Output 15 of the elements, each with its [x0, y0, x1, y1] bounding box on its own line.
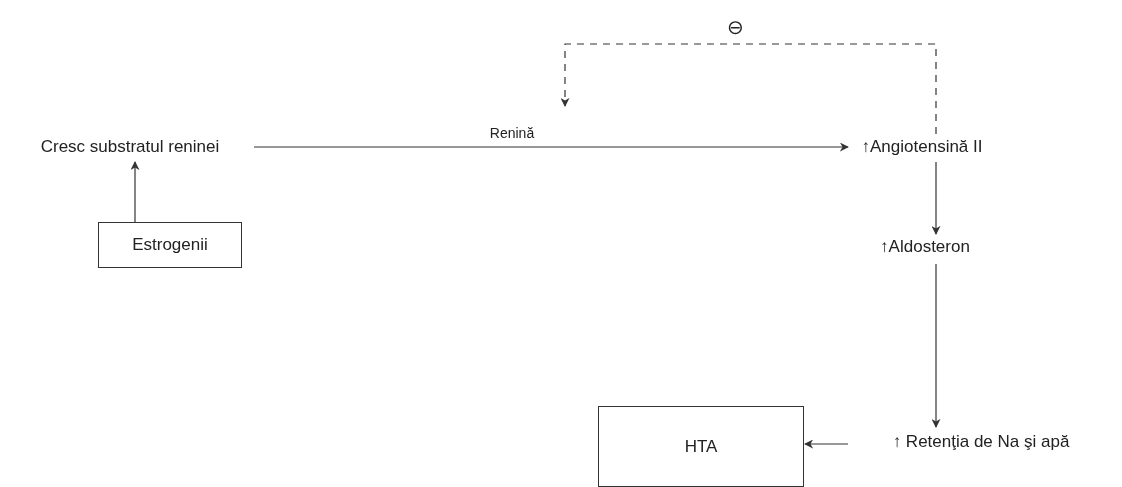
box-text: Estrogenii — [132, 235, 208, 255]
box-text: HTA — [684, 436, 718, 457]
node-text: Cresc substratul reninei — [8, 134, 252, 160]
arrow — [253, 142, 849, 152]
edge-label: Renină — [487, 125, 537, 141]
arrow — [804, 439, 849, 449]
arrow — [931, 161, 941, 235]
node-text: ↑Angiotensină II — [850, 134, 994, 160]
process-box — [598, 406, 804, 487]
node-text: ↑Aldosteron — [852, 234, 998, 260]
arrow — [130, 161, 140, 223]
node-text: ↑ Retenţia de Na şi apă — [848, 429, 1114, 455]
arrow — [931, 263, 941, 428]
process-box — [98, 222, 242, 268]
arrow — [560, 43, 937, 135]
